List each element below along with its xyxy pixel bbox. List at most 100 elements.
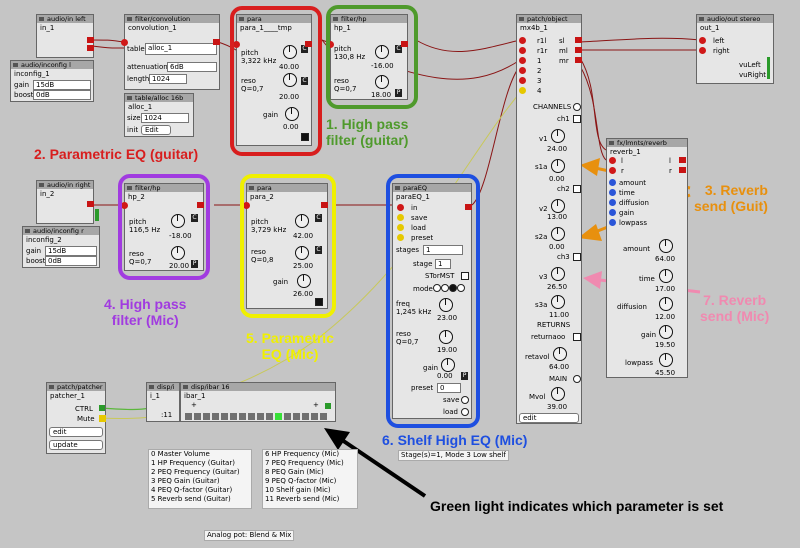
diffusion-mod-inlet[interactable]: [609, 199, 616, 206]
outlet-ml[interactable]: [575, 47, 582, 53]
disp-i-object[interactable]: disp/i i_1 :11: [146, 382, 180, 422]
retavol-knob[interactable]: [553, 347, 567, 361]
v1-knob[interactable]: [551, 129, 565, 143]
v3-knob[interactable]: [551, 267, 565, 281]
mode-radio-4[interactable]: [457, 284, 465, 292]
outlet[interactable]: [321, 202, 328, 208]
amount-knob[interactable]: [659, 239, 673, 253]
reso-modulation-icon[interactable]: P: [191, 260, 198, 268]
para-2-object[interactable]: para para_2 pitch 3,729 kHz 42.00 C reso…: [243, 183, 328, 309]
audio-out-stereo-object[interactable]: audio/out stereo out_1 left right vuLeft…: [696, 14, 774, 84]
reverb-object[interactable]: fx/lmnts/reverb reverb_1 l r l r amount …: [606, 138, 688, 378]
gain-select[interactable]: 15dB: [45, 246, 97, 256]
reso-knob[interactable]: [171, 246, 185, 260]
audio-in-left-object[interactable]: audio/in left in_1: [36, 14, 94, 58]
inlet[interactable]: [327, 41, 334, 48]
time-mod-inlet[interactable]: [609, 189, 616, 196]
freq-knob[interactable]: [439, 298, 453, 312]
diffusion-knob[interactable]: [659, 297, 673, 311]
gain-knob[interactable]: [659, 325, 673, 339]
ch2-toggle[interactable]: [573, 185, 581, 193]
attenuation-select[interactable]: 6dB: [167, 62, 217, 72]
gain-knob[interactable]: [297, 274, 311, 288]
inlet-4[interactable]: [519, 67, 526, 74]
patcher-object[interactable]: patch/patcher patcher_1 CTRL Mute edit u…: [46, 382, 106, 454]
inlet-left[interactable]: [699, 37, 706, 44]
reso-modulation-icon[interactable]: C: [301, 77, 308, 85]
outlet-r[interactable]: [679, 167, 686, 173]
main-toggle[interactable]: [573, 375, 581, 383]
filter-hp-1-object[interactable]: filter/hp hp_1 pitch 130,8 Hz -16.00 C r…: [327, 14, 408, 100]
pitch-knob[interactable]: [283, 45, 297, 59]
gain-toggle[interactable]: [315, 298, 323, 306]
mixer-object[interactable]: patch/object mx4b_1 r1l r1r 1 2 3 4 sl m…: [516, 14, 582, 424]
filter-convolution-object[interactable]: filter/convolution convolution_1 table a…: [121, 14, 220, 90]
filter-hp-2-object[interactable]: filter/hp hp_2 pitch 116,5 Hz -18.00 C r…: [121, 183, 204, 271]
lowpass-knob[interactable]: [659, 353, 673, 367]
s1a-knob[interactable]: [551, 159, 565, 173]
ch1-toggle[interactable]: [573, 115, 581, 123]
inlet[interactable]: [121, 39, 128, 46]
outlet[interactable]: [213, 39, 220, 45]
audio-inconfig-r-object[interactable]: audio/inconfig r inconfig_2 gain 15dB bo…: [22, 226, 100, 268]
edit-button[interactable]: edit: [519, 413, 579, 423]
pitch-modulation-icon[interactable]: C: [315, 214, 322, 222]
inlet-right[interactable]: [699, 47, 706, 54]
size-select[interactable]: 1024: [141, 113, 189, 123]
inlet-r[interactable]: [609, 167, 616, 174]
s2a-knob[interactable]: [551, 227, 565, 241]
inlet[interactable]: [121, 202, 128, 209]
reso-knob[interactable]: [375, 75, 389, 89]
outlet-sl[interactable]: [575, 37, 582, 43]
outlet-l[interactable]: [679, 157, 686, 163]
inlet[interactable]: [243, 202, 250, 209]
gain-knob[interactable]: [441, 358, 455, 372]
outlet-mr[interactable]: [575, 57, 582, 63]
paraeq-object[interactable]: paraEQ paraEQ_1 in save load preset stag…: [392, 183, 472, 419]
ibar-outlet[interactable]: [325, 403, 331, 409]
channels-toggle[interactable]: [573, 103, 581, 111]
edit-button[interactable]: Edit: [141, 125, 171, 135]
outlet[interactable]: [401, 41, 408, 47]
inlet-l[interactable]: [609, 157, 616, 164]
outlet-right[interactable]: [87, 45, 94, 51]
stormst-toggle[interactable]: [461, 272, 469, 280]
inlet-6[interactable]: [519, 87, 526, 94]
stage-field[interactable]: 1: [435, 259, 451, 269]
load-inlet[interactable]: [397, 224, 404, 231]
inlet-5[interactable]: [519, 77, 526, 84]
save-inlet[interactable]: [397, 214, 404, 221]
ctrl-outlet[interactable]: [99, 405, 105, 411]
inlet[interactable]: [233, 41, 240, 48]
preset-number-field[interactable]: 0: [437, 383, 461, 393]
gain-select[interactable]: 15dB: [33, 80, 91, 90]
reso-knob[interactable]: [283, 73, 297, 87]
edit-button[interactable]: edit: [49, 427, 103, 437]
inlet-2[interactable]: [519, 47, 526, 54]
in-inlet[interactable]: [397, 204, 404, 211]
gain-knob[interactable]: [285, 107, 299, 121]
mode-radio-2[interactable]: [441, 284, 449, 292]
boost-select[interactable]: 0dB: [45, 256, 97, 266]
para-1-object[interactable]: para para_1____tmp pitch 3,322 kHz 40.00…: [233, 14, 312, 146]
stages-select[interactable]: 1: [423, 245, 463, 255]
update-button[interactable]: update: [49, 440, 103, 450]
audio-in-right-object[interactable]: audio/in right in_2: [36, 180, 99, 224]
inlet-3[interactable]: [519, 57, 526, 64]
pitch-modulation-icon[interactable]: C: [301, 45, 308, 53]
preset-inlet[interactable]: [397, 234, 404, 241]
pitch-knob[interactable]: [171, 214, 185, 228]
time-knob[interactable]: [659, 269, 673, 283]
audio-inconfig-l-object[interactable]: audio/inconfig l inconfig_1 gain 15dB bo…: [10, 60, 94, 102]
gain-toggle[interactable]: [301, 133, 309, 141]
mute-outlet[interactable]: [99, 415, 106, 422]
s3a-knob[interactable]: [551, 295, 565, 309]
table-alloc-object[interactable]: table/alloc 16b alloc_1 size 1024 init E…: [124, 93, 194, 137]
outlet[interactable]: [197, 202, 204, 208]
load-bang-button[interactable]: [461, 408, 469, 416]
mode-radio-3[interactable]: [449, 284, 457, 292]
pitch-modulation-icon[interactable]: C: [395, 45, 402, 53]
amount-mod-inlet[interactable]: [609, 179, 616, 186]
save-bang-button[interactable]: [461, 396, 469, 404]
pitch-knob[interactable]: [295, 214, 309, 228]
